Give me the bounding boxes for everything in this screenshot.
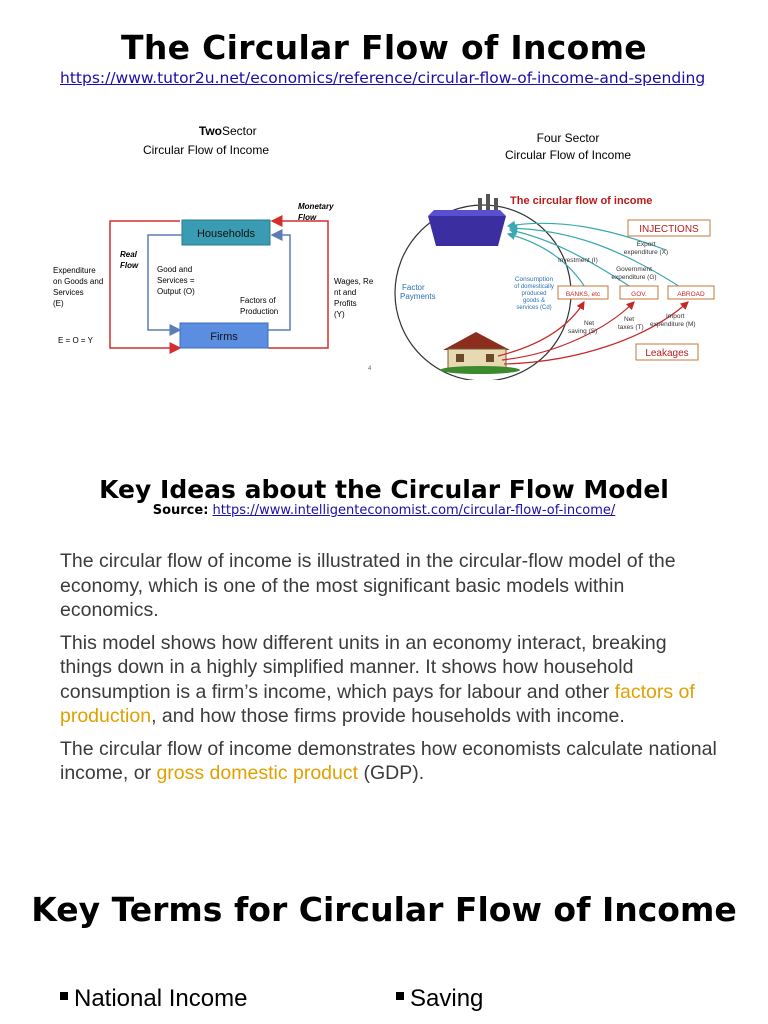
- leakages-box: [635, 343, 699, 361]
- real-flow-line1: Real: [120, 250, 138, 259]
- paragraph-3-text-b: (GDP).: [358, 762, 425, 784]
- wages-line4: (Y): [334, 310, 345, 319]
- banks-label: BANKS, etc: [566, 291, 601, 298]
- factor-payments-line1: Factor: [402, 283, 425, 292]
- paragraph-2-text-b: , and how those firms provide households…: [151, 705, 625, 727]
- monetary-flow-line2: Flow: [298, 213, 317, 222]
- monetary-flow-arrow: [268, 215, 329, 349]
- key-terms-title: Key Terms for Circular Flow of Income: [31, 890, 737, 929]
- house-icon: [440, 332, 520, 374]
- goods-flow-arrow: [147, 234, 182, 336]
- saving-line2: saving (S): [568, 328, 597, 335]
- investment-arrow: [506, 231, 589, 293]
- saving-arrow: [497, 300, 585, 357]
- slide-number: 4: [368, 366, 372, 372]
- gov-box: [619, 285, 659, 300]
- paragraph-1: The circular flow of income is illustrat…: [60, 550, 676, 621]
- term-label: National Income: [74, 985, 248, 1012]
- factors-flow-arrow: [268, 229, 291, 331]
- two-sector-heading-bold: Two: [199, 124, 222, 138]
- bullet-icon: [396, 991, 404, 1000]
- wages-line2: nt and: [334, 288, 356, 297]
- paragraph-2: This model shows how different units in …: [60, 631, 720, 729]
- consumption-line1: Consumption: [515, 276, 554, 283]
- goods-line1: Good and: [157, 265, 192, 274]
- expenditure-line3: Services: [53, 288, 84, 297]
- term-label: Saving: [410, 985, 484, 1012]
- source-line: Source: https://www.intelligenteconomist…: [0, 503, 768, 518]
- consumption-line5: services (Cd): [516, 305, 551, 311]
- two-sector-heading-line2: Circular Flow of Income: [143, 143, 269, 157]
- source-link[interactable]: https://www.intelligenteconomist.com/cir…: [212, 503, 616, 518]
- injections-box: [627, 219, 711, 237]
- government-line2: expenditure (G): [611, 274, 656, 281]
- import-line2: expenditure (M): [650, 321, 696, 328]
- term-item: National Income: [60, 985, 247, 1013]
- reference-link[interactable]: https://www.tutor2u.net/economics/refere…: [60, 70, 706, 87]
- households-label: Households: [197, 228, 256, 240]
- factor-payments-line2: Payments: [400, 292, 436, 301]
- factors-line1: Factors of: [240, 296, 276, 305]
- bullet-icon: [60, 991, 68, 1000]
- equation: E = O = Y: [58, 336, 94, 345]
- real-flow-arrow: [109, 220, 182, 354]
- four-sector-diagram: Four Sector Circular Flow of Income The …: [394, 131, 715, 380]
- households-box: [181, 219, 271, 246]
- saving-line1: Net: [584, 320, 594, 327]
- goods-line3: Output (O): [157, 287, 195, 296]
- goods-line2: Services =: [157, 276, 195, 285]
- consumption-line2: of domestically: [514, 284, 554, 290]
- export-line1: Export: [637, 241, 656, 248]
- factors-of-production-link[interactable]: factors of production: [60, 680, 695, 728]
- import-line1: Import: [666, 313, 685, 320]
- wages-line1: Wages, Re: [334, 277, 374, 286]
- consumption-line4: goods &: [523, 298, 545, 304]
- firms-box: [179, 322, 269, 349]
- banks-box: [557, 285, 609, 300]
- taxes-line2: taxes (T): [618, 324, 644, 331]
- abroad-box: [667, 285, 715, 300]
- monetary-flow-line1: Monetary: [298, 202, 334, 211]
- two-sector-heading-rest: Sector: [222, 124, 257, 138]
- injections-label: INJECTIONS: [639, 224, 699, 235]
- four-sector-heading-line1: Four Sector: [537, 131, 600, 145]
- key-ideas-title: Key Ideas about the Circular Flow Model: [99, 475, 669, 504]
- real-flow-line2: Flow: [120, 261, 139, 270]
- gov-label: GOV.: [631, 291, 647, 298]
- export-arrow: [506, 220, 667, 251]
- paragraph-3-text-a: The circular flow of income demonstrates…: [60, 737, 717, 785]
- expenditure-line4: (E): [53, 299, 64, 308]
- consumption-line3: produced: [521, 291, 546, 297]
- diagram-title: The circular flow of income: [510, 195, 652, 207]
- import-arrow: [503, 301, 689, 365]
- source-label: Source:: [152, 503, 209, 518]
- government-line1: Government: [616, 266, 652, 273]
- paragraph-3: The circular flow of income demonstrates…: [60, 737, 720, 786]
- expenditure-line2: on Goods and: [53, 277, 103, 286]
- firms-label: Firms: [210, 331, 238, 343]
- leakages-label: Leakages: [645, 348, 688, 359]
- term-item: Saving: [396, 985, 483, 1013]
- key-ideas-body: The circular flow of income is illustrat…: [60, 549, 720, 794]
- wages-line3: Profits: [334, 299, 357, 308]
- page-title: The Circular Flow of Income: [121, 28, 647, 67]
- expenditure-line1: Expenditure: [53, 266, 96, 275]
- gdp-link[interactable]: gross domestic product: [156, 762, 359, 784]
- export-line2: expenditure (X): [624, 249, 668, 256]
- paragraph-2-text-a: This model shows how different units in …: [60, 631, 667, 703]
- government-arrow: [508, 227, 639, 293]
- factors-line2: Production: [240, 307, 278, 316]
- investment-label: Investment (I): [558, 257, 598, 264]
- abroad-arrow: [508, 224, 689, 293]
- taxes-arrow: [501, 301, 635, 361]
- two-sector-diagram: Two Sector Circular Flow of Income House…: [53, 124, 374, 372]
- factory-icon: [428, 194, 506, 246]
- abroad-label: ABROAD: [677, 291, 705, 298]
- taxes-line1: Net: [624, 316, 634, 323]
- four-sector-heading-line2: Circular Flow of Income: [505, 148, 631, 162]
